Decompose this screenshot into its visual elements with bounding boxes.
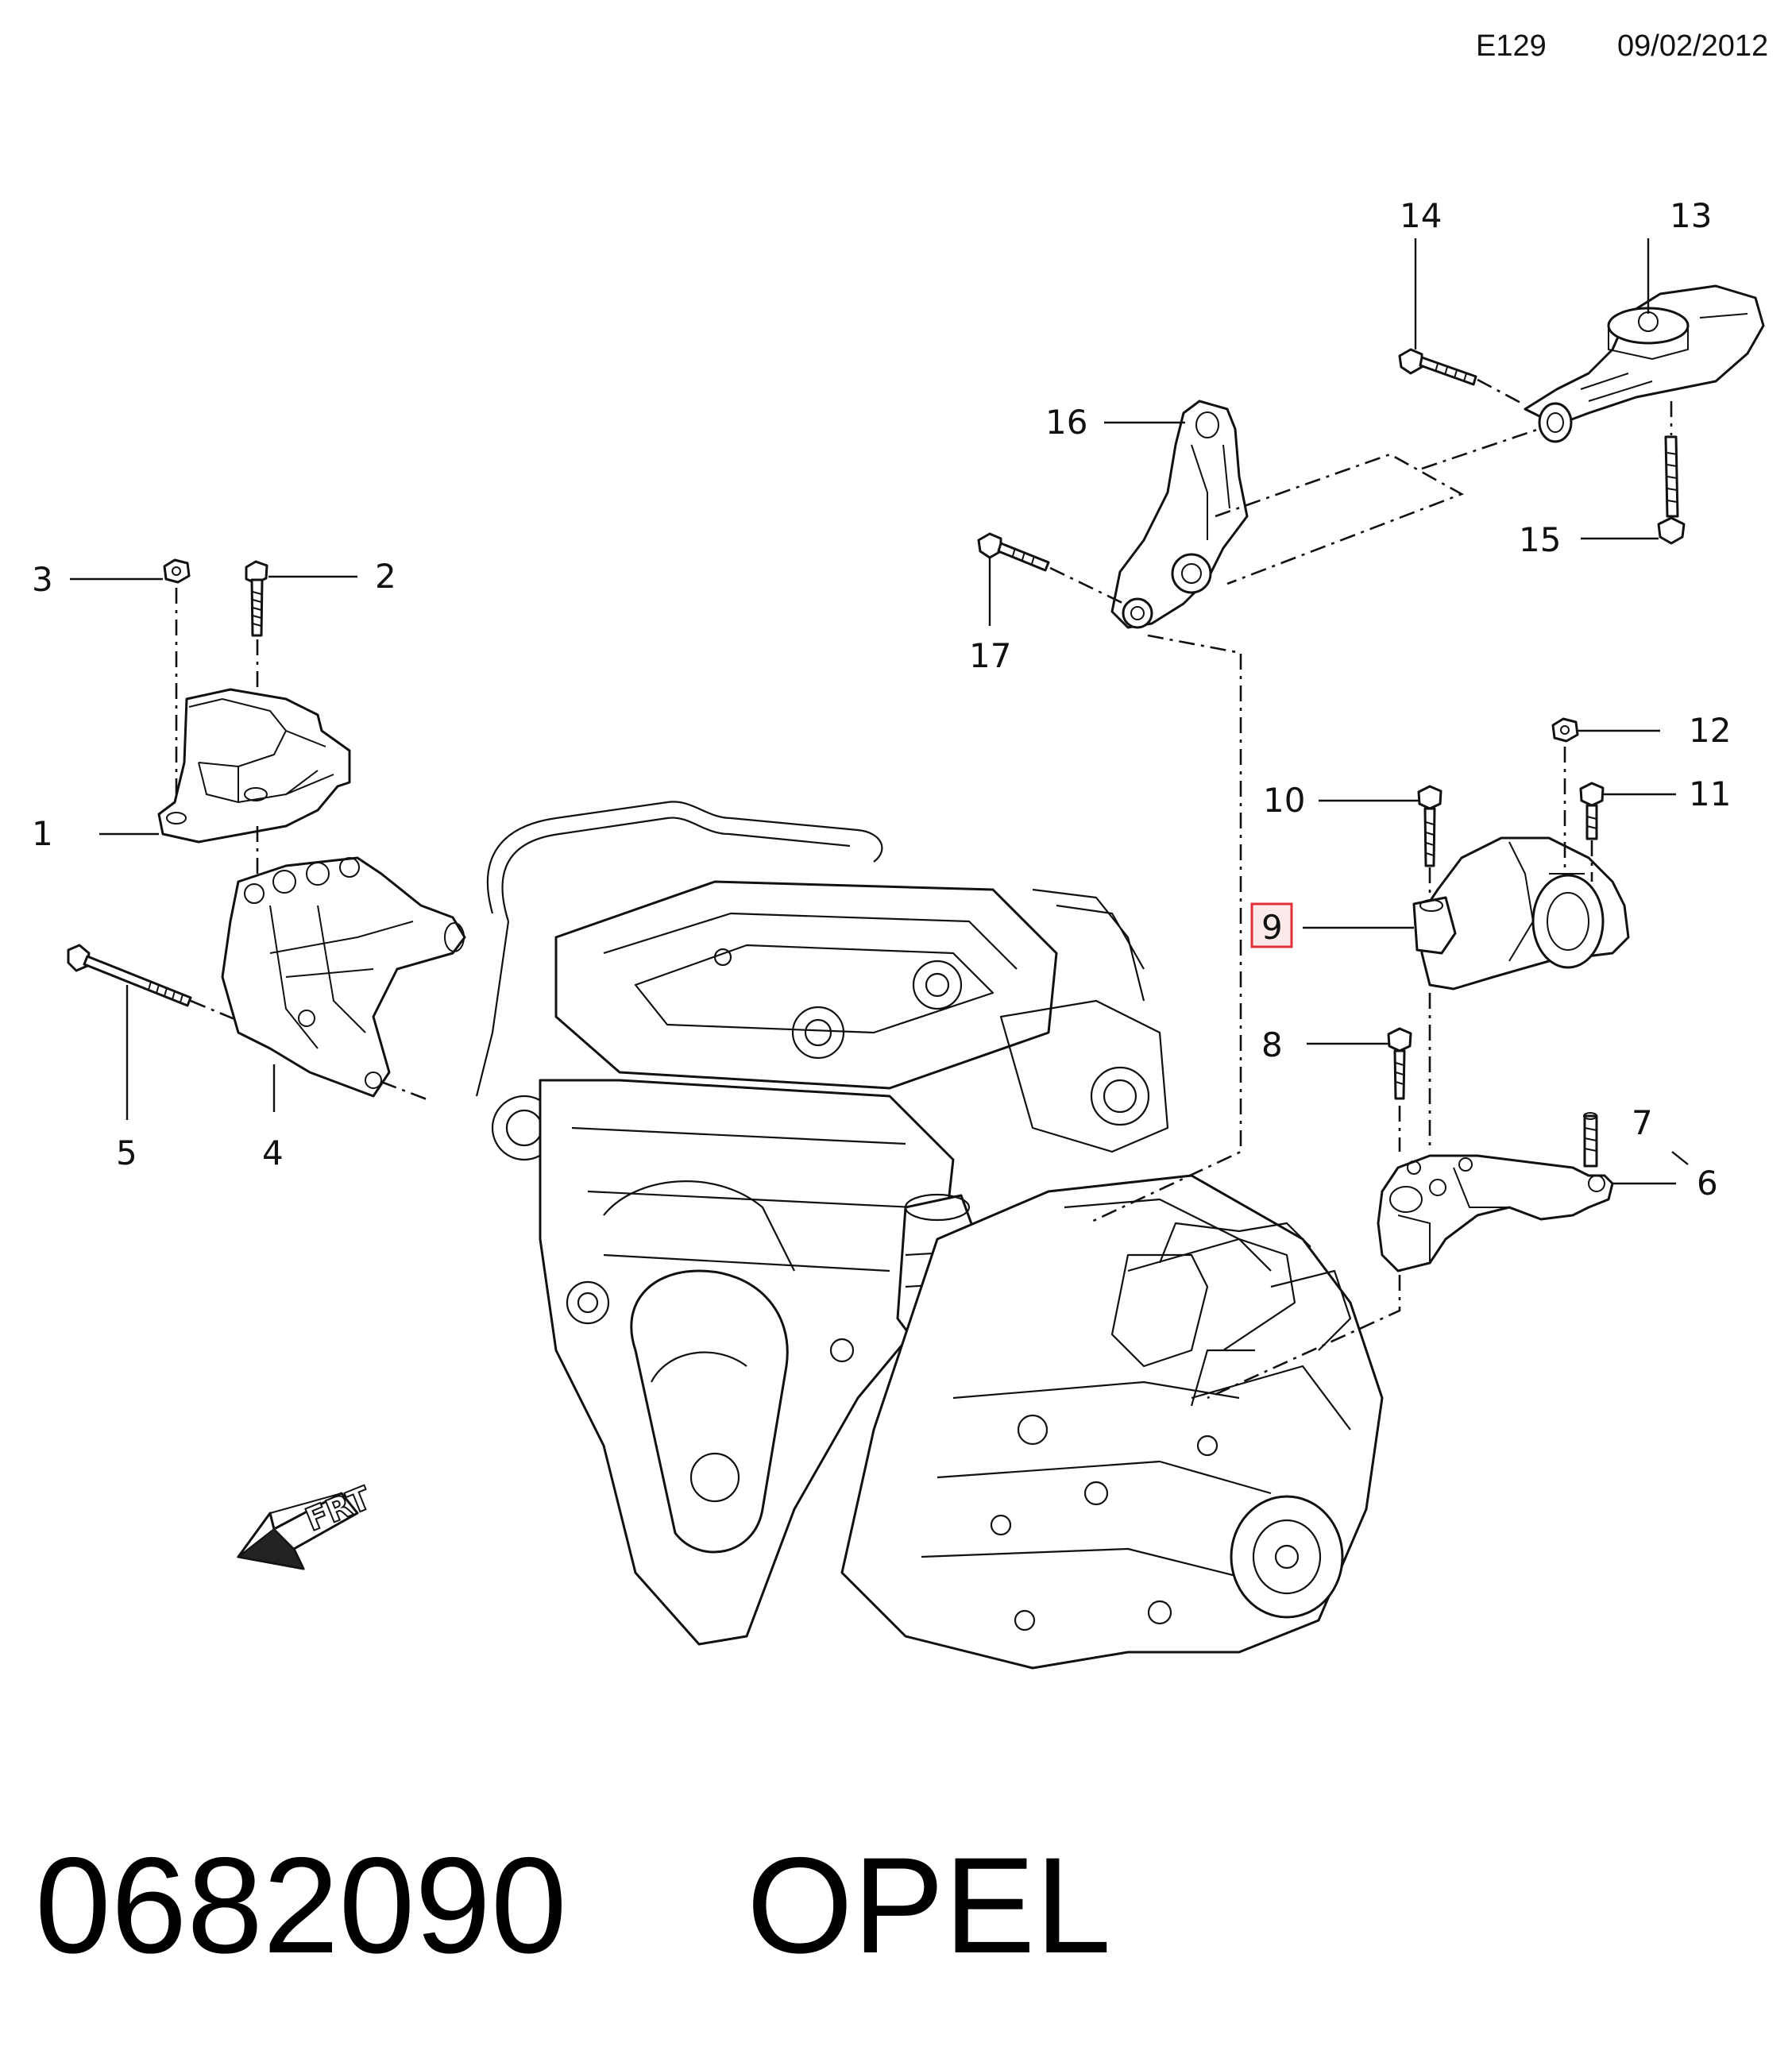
callout-1: 1 (32, 814, 53, 853)
bolt-part-14 (1398, 348, 1477, 386)
bolt-part-10 (1417, 785, 1442, 867)
bolt-part-15 (1657, 435, 1686, 545)
bolt-part-17 (977, 532, 1050, 572)
callout-12: 12 (1689, 711, 1731, 750)
part-number: 0682090 (35, 1829, 567, 1982)
bolt-part-2 (245, 560, 268, 637)
front-direction-icon: FRT (236, 1479, 377, 1570)
callout-3: 3 (32, 560, 53, 599)
callout-10: 10 (1263, 781, 1305, 820)
callout-9-highlight (1250, 902, 1293, 948)
callout-16: 16 (1045, 403, 1087, 442)
callout-8: 8 (1261, 1025, 1283, 1064)
engine-assembly (475, 801, 1384, 1670)
mount-part-9 (1412, 836, 1630, 990)
nut-part-12 (1551, 717, 1579, 743)
callout-13: 13 (1670, 196, 1712, 235)
diagram-code: E129 (1476, 29, 1547, 63)
callout-14: 14 (1400, 196, 1442, 235)
callout-4: 4 (262, 1133, 284, 1172)
callout-15: 15 (1519, 520, 1561, 559)
bolt-part-8 (1387, 1027, 1412, 1100)
bolt-part-5 (67, 944, 192, 1007)
torque-rod-part-13 (1524, 284, 1765, 443)
callout-9: 9 (1261, 908, 1283, 947)
callout-6: 6 (1697, 1164, 1718, 1203)
callout-11: 11 (1689, 774, 1731, 813)
callout-7: 7 (1632, 1103, 1653, 1142)
front-direction-label: FRT (301, 1480, 377, 1539)
diagram-date: 09/02/2012 (1617, 29, 1768, 63)
leaders (70, 421, 1689, 1185)
bracket-part-6 (1377, 1154, 1614, 1272)
leader-7 (1671, 1151, 1689, 1165)
bracket-part-16 (1110, 400, 1249, 629)
stud-part-7 (1583, 1112, 1598, 1168)
engine-mount-part-1 (157, 688, 351, 844)
callout-2: 2 (375, 557, 396, 596)
bolt-part-11 (1579, 782, 1605, 840)
bracket-part-4 (221, 856, 466, 1098)
brand-name: OPEL (747, 1829, 1111, 1982)
callout-17: 17 (969, 636, 1011, 675)
nut-part-3 (163, 558, 191, 584)
callout-5: 5 (116, 1133, 137, 1172)
